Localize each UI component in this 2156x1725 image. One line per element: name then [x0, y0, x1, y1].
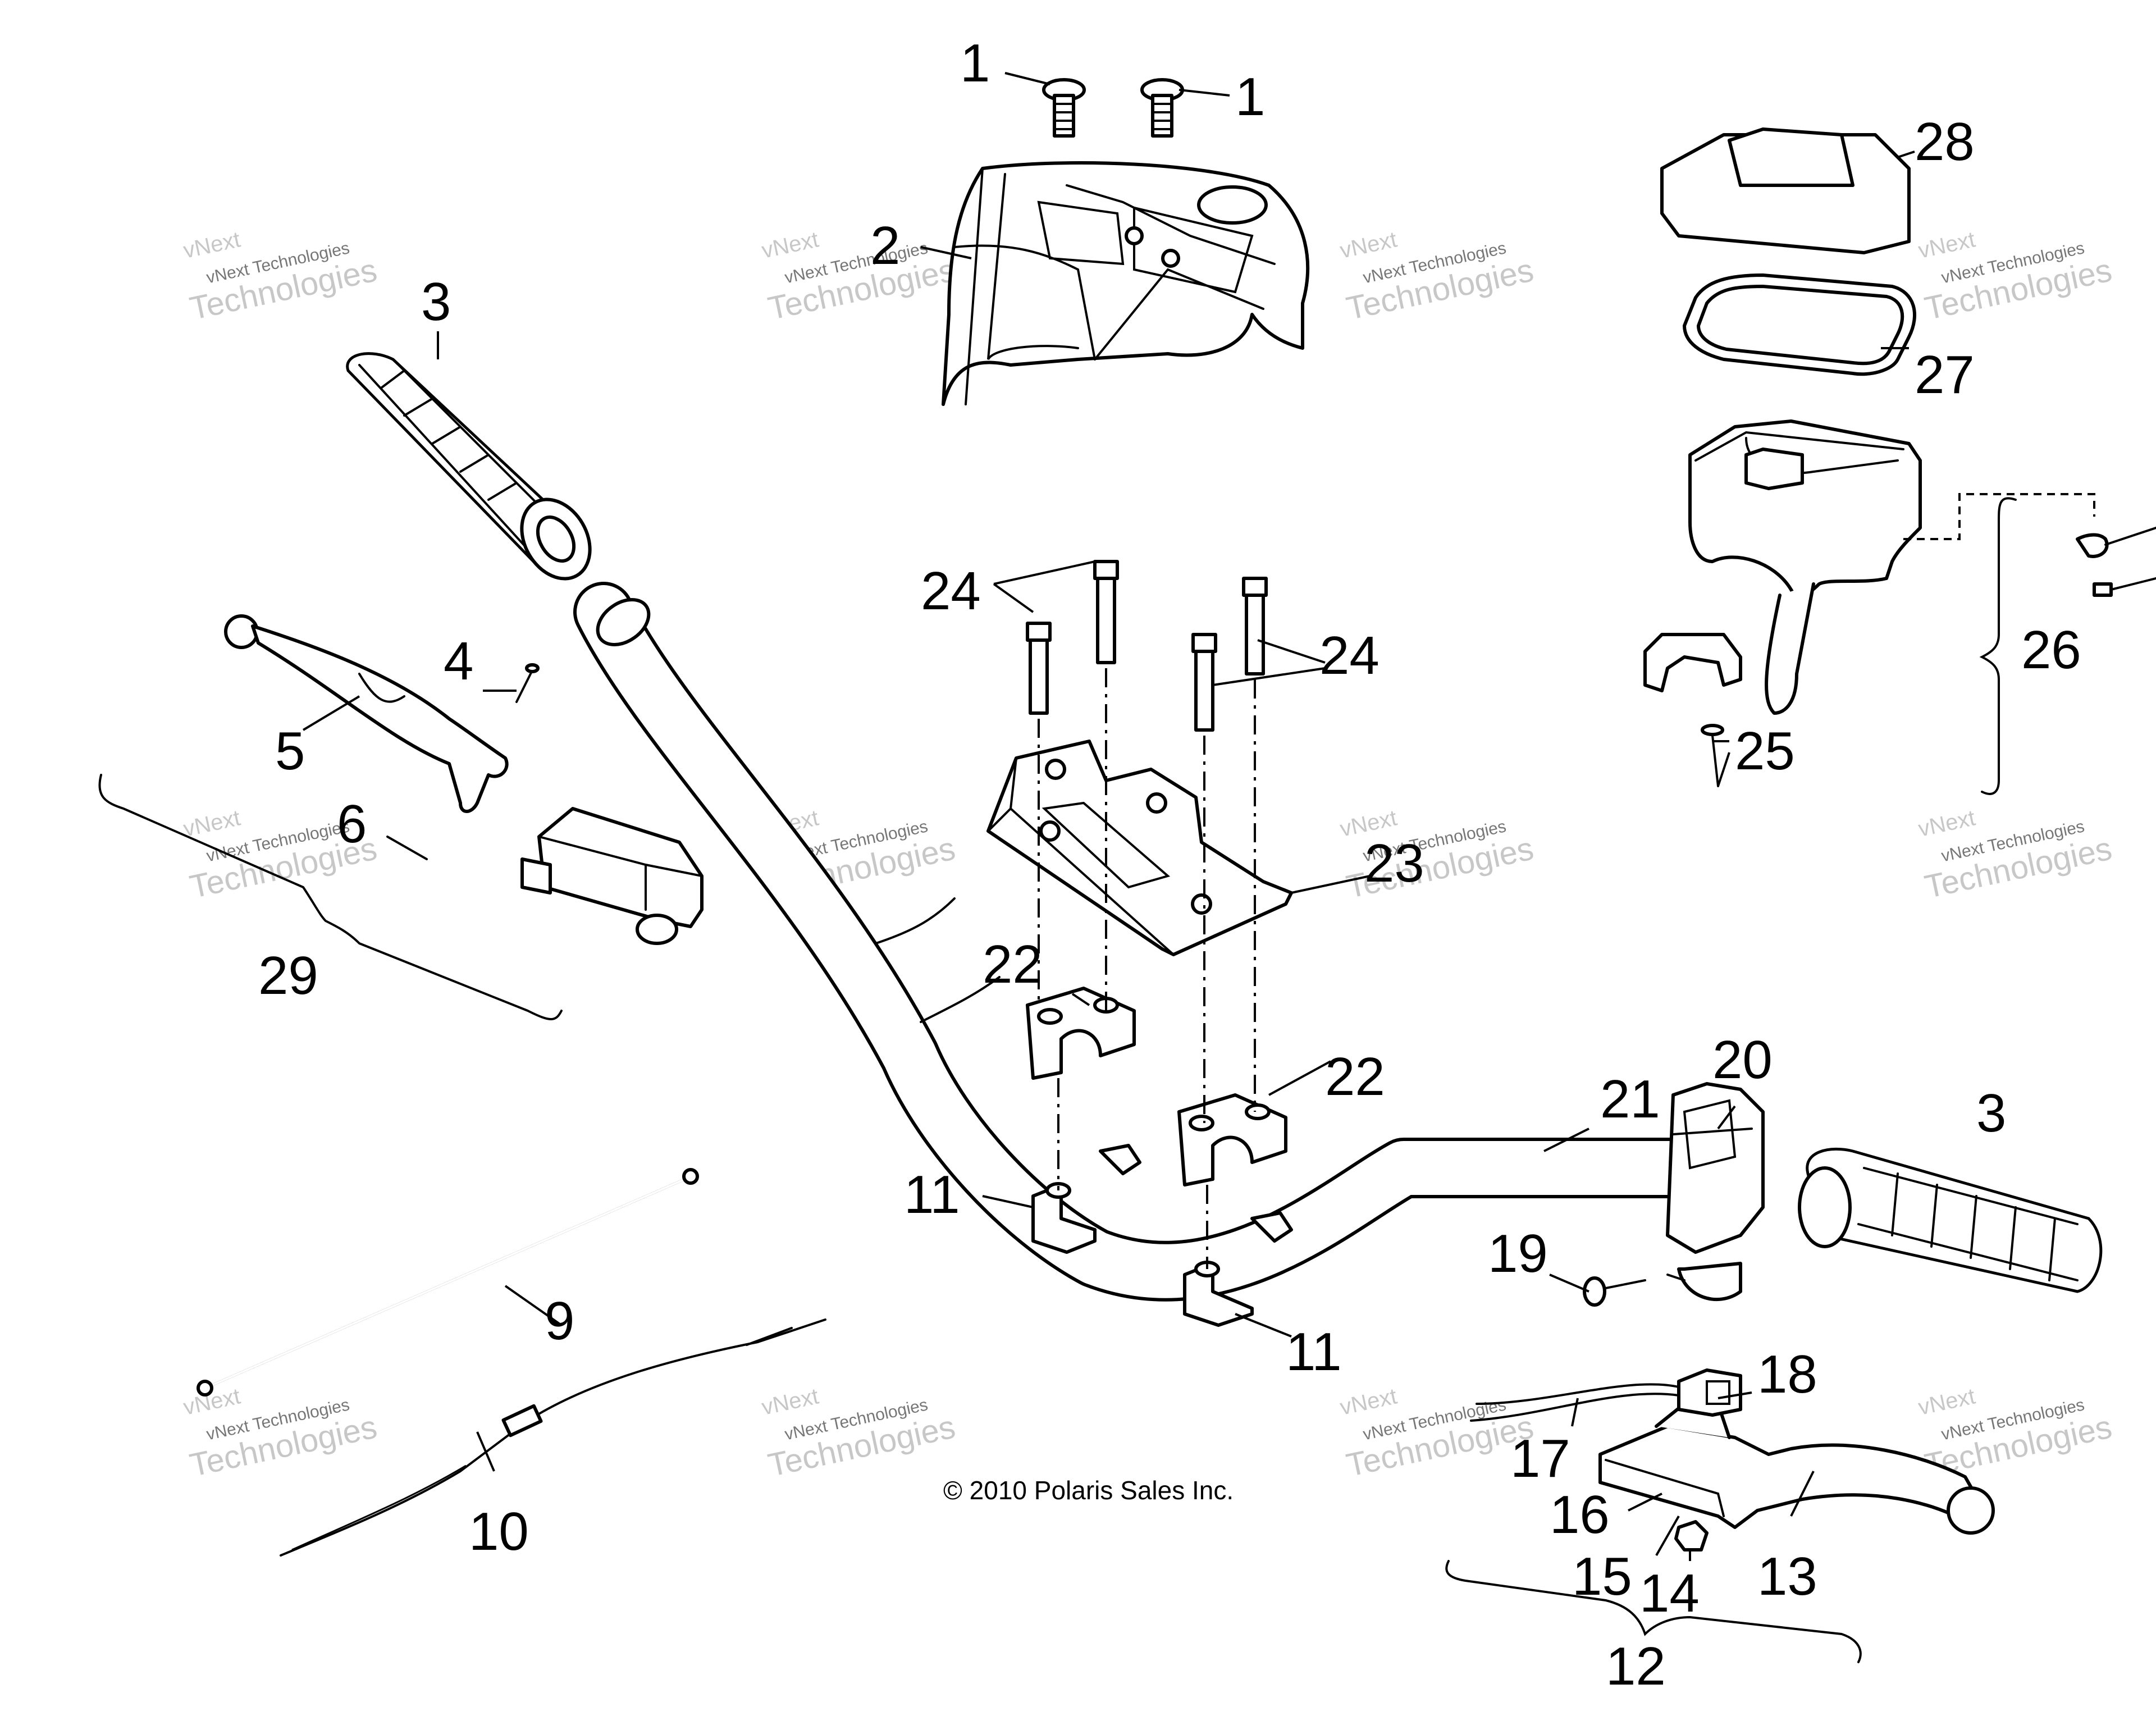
callout-25: 25 [1735, 721, 1795, 781]
callout-12: 12 [1606, 1636, 1666, 1696]
callout-15: 15 [1572, 1546, 1632, 1607]
lever-screw [386, 836, 428, 860]
callout-13: 13 [1757, 1546, 1817, 1607]
lower-holder-left [1031, 1144, 1141, 1254]
throttle-cable [197, 1168, 699, 1397]
callout-24: 24 [1319, 626, 1380, 686]
left-brake-lever [224, 614, 509, 813]
callout-11: 11 [1286, 1322, 1342, 1382]
lower-holder-right [1183, 1211, 1293, 1327]
watermark-line1: vNext [181, 806, 243, 842]
assembly-bracket-12 [1445, 1560, 1862, 1663]
callout-3: 3 [421, 272, 451, 332]
callout-labels: 1 1 2 3 3 4 5 6 9 10 11 11 12 13 14 15 1… [258, 33, 2081, 1696]
callout-2: 2 [870, 216, 900, 276]
callout-3: 3 [1976, 1083, 2006, 1143]
callout-5: 5 [275, 721, 305, 781]
callout-4: 4 [444, 631, 473, 691]
callout-6: 6 [337, 794, 367, 854]
mount-bracket [986, 740, 1293, 956]
handlebar-pod [942, 161, 1310, 406]
watermark-line1: vNext [181, 227, 243, 263]
callout-22: 22 [983, 934, 1043, 994]
left-grip [346, 352, 592, 581]
clamp-screws [1701, 724, 1724, 787]
assembly-bracket-26 [1979, 497, 2017, 795]
right-brake-lever [1598, 1402, 1995, 1535]
callout-9: 9 [545, 1291, 574, 1351]
left-switch [520, 807, 704, 945]
callout-27: 27 [1915, 345, 1975, 405]
callout-26: 26 [2021, 620, 2081, 680]
watermark-line1: vNext [760, 227, 821, 263]
lever-nut [1674, 1520, 1709, 1551]
right-grip [1798, 1147, 2103, 1293]
callout-1: 1 [960, 33, 990, 93]
callout-17: 17 [1510, 1429, 1570, 1489]
alignment-lines [1038, 668, 1256, 1269]
throttle-housing [1688, 419, 1922, 715]
upper-clamp-left [1026, 987, 1136, 1080]
switch-screw [1583, 1276, 1646, 1307]
callout-23: 23 [1364, 833, 1424, 893]
reservoir-cap [1660, 127, 1911, 254]
cap-gasket [1683, 273, 1916, 376]
assembly-extra-parts [1903, 493, 2156, 597]
callout-14: 14 [1639, 1563, 1700, 1623]
watermark-line1: vNext [760, 1384, 821, 1420]
callout-16: 16 [1550, 1485, 1610, 1545]
handlebar [573, 582, 1703, 1302]
callout-24: 24 [921, 561, 981, 621]
bracket-bolts [1026, 560, 1268, 732]
watermark-line1: vNext [1916, 227, 1977, 263]
callout-20: 20 [1712, 1030, 1773, 1090]
right-switch-housing [1666, 1082, 1765, 1302]
brake-switch [1677, 1368, 1742, 1417]
callout-19: 19 [1488, 1224, 1548, 1284]
callout-18: 18 [1757, 1344, 1817, 1404]
brake-switch-wires [1470, 1383, 1680, 1422]
copyright-text: © 2010 Polaris Sales Inc. [943, 1476, 1234, 1505]
assembly-bracket-29 [98, 774, 563, 1020]
callout-10: 10 [469, 1502, 529, 1562]
pod-screws [1042, 78, 1184, 138]
callout-11: 11 [904, 1165, 960, 1225]
callout-28: 28 [1915, 112, 1975, 172]
upper-clamp-right [1177, 1093, 1287, 1186]
leader-lines [302, 72, 1915, 1561]
watermark-line1: vNext [1916, 1384, 1977, 1420]
watermark-line1: vNext [1338, 1384, 1399, 1420]
choke-cable [280, 1318, 826, 1557]
callout-29: 29 [258, 946, 318, 1006]
throttle-clamp [1643, 633, 1742, 692]
watermark-line1: vNext [1338, 227, 1399, 263]
lever-pin [515, 663, 540, 703]
callout-1: 1 [1235, 67, 1265, 127]
watermark-line1: vNext [1916, 806, 1977, 842]
callout-21: 21 [1600, 1069, 1660, 1129]
callout-22: 22 [1325, 1047, 1385, 1107]
